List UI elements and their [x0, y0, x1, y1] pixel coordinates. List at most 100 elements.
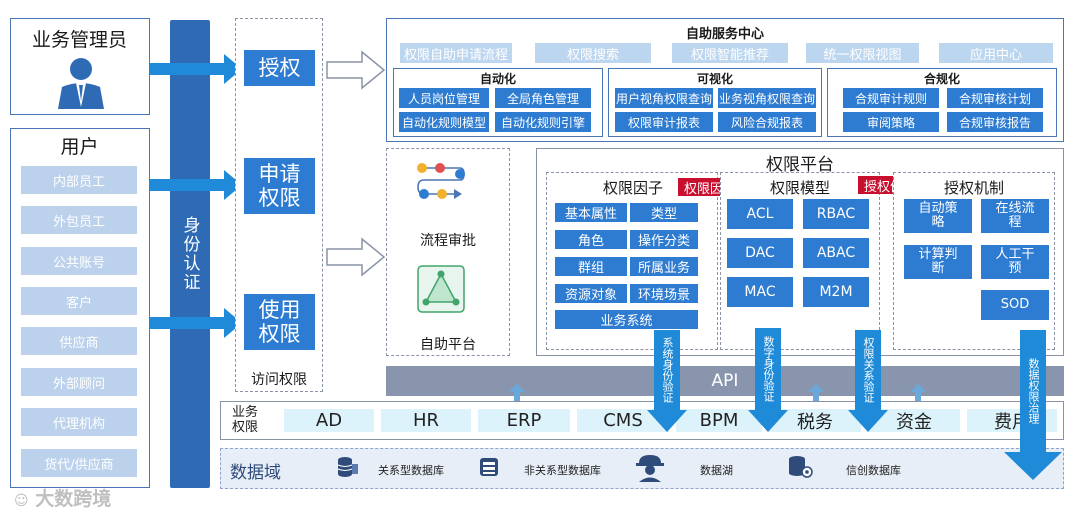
relational-db-label: 关系型数据库: [378, 464, 444, 477]
compliance-title: 合规化: [923, 71, 960, 86]
arrow-user-to-use: [150, 317, 224, 329]
access-permission-footer: 访问权限: [251, 372, 307, 388]
identity-auth-bar: 身份认证: [170, 20, 210, 488]
down-arrow-head: [1004, 452, 1062, 480]
user-item: 外包员工: [21, 206, 137, 234]
factor-type[interactable]: 类型: [630, 203, 698, 222]
biz-erp[interactable]: ERP: [478, 409, 570, 432]
mechanism-title: 授权机制: [943, 178, 1004, 197]
tab-unified-view[interactable]: 统一权限视图: [806, 43, 919, 63]
btn-risk-report[interactable]: 风险合规报表: [718, 112, 816, 132]
use-permission-button[interactable]: 使用 权限: [244, 294, 315, 350]
xinchuang-db-icon: [789, 456, 813, 478]
btn-position-management[interactable]: 人员岗位管理: [399, 88, 489, 108]
tab-search[interactable]: 权限搜索: [535, 43, 651, 63]
tab-recommend[interactable]: 权限智能推荐: [672, 43, 788, 63]
apply-label-1: 申请: [258, 161, 301, 186]
biz-cms[interactable]: CMS: [577, 409, 669, 432]
user-item: 公共账号: [21, 247, 137, 275]
permission-relation-label: 权限关系验证: [862, 337, 875, 403]
mech-sod-label: SOD: [1000, 296, 1030, 312]
apply-permission-button[interactable]: 申请 权限: [244, 158, 315, 214]
mech-online-flow[interactable]: 在线流程: [981, 199, 1049, 233]
factor-business[interactable]: 所属业务: [630, 257, 698, 276]
biz-ad[interactable]: AD: [284, 409, 374, 432]
model-abac[interactable]: ABAC: [803, 238, 869, 268]
self-platform-label: 自助平台: [420, 337, 476, 353]
btn-compliance-plan[interactable]: 合规审核计划: [947, 88, 1043, 108]
mech-manual[interactable]: 人工干预: [981, 245, 1049, 279]
models-title: 权限模型: [769, 178, 830, 197]
admin-person-icon: [58, 58, 104, 109]
btn-business-view-query[interactable]: 业务视角权限查询: [718, 88, 816, 108]
model-m2m[interactable]: M2M: [803, 277, 869, 307]
biz-fund[interactable]: 资金: [868, 409, 960, 433]
model-dac[interactable]: DAC: [727, 238, 793, 268]
mech-sod[interactable]: SOD: [981, 290, 1049, 320]
model-acl[interactable]: ACL: [727, 199, 793, 229]
tab-app-center[interactable]: 应用中心: [939, 43, 1053, 63]
hollow-arrow-to-workflow: [326, 237, 386, 277]
mech-auto-policy[interactable]: 自动策略: [904, 199, 972, 233]
mech-online-flow-label: 在线流程: [995, 200, 1035, 230]
apply-label-2: 权限: [258, 186, 301, 210]
xinchuang-db-label: 信创数据库: [846, 464, 901, 477]
biz-tax[interactable]: 税务: [769, 409, 861, 433]
btn-automation-rule-engine[interactable]: 自动化规则引擎: [495, 112, 591, 132]
automation-title: 自动化: [479, 71, 516, 86]
down-arrow-head: [748, 410, 788, 432]
down-arrow-head: [848, 410, 888, 432]
tab-self-apply[interactable]: 权限自助申请流程: [400, 43, 512, 63]
admin-title: 业务管理员: [31, 28, 127, 51]
workflow-box: [386, 148, 510, 356]
mech-calc-judge[interactable]: 计算判断: [904, 245, 972, 279]
users-title: 用户: [60, 135, 99, 158]
admin-box: 业务管理员: [10, 18, 150, 115]
factor-operation[interactable]: 操作分类: [630, 230, 698, 249]
factor-business-system[interactable]: 业务系统: [555, 310, 698, 329]
btn-global-role-management[interactable]: 全局角色管理: [495, 88, 591, 108]
model-rbac[interactable]: RBAC: [803, 199, 869, 229]
btn-review-policy[interactable]: 审阅策略: [843, 112, 939, 132]
arrow-admin-to-grant: [150, 63, 224, 75]
grant-label: 授权: [258, 55, 301, 80]
arrow-user-to-apply: [150, 179, 224, 191]
hollow-arrow-to-service: [326, 50, 386, 90]
self-service-title: 自助服务中心: [685, 26, 764, 42]
factor-basic-attr[interactable]: 基本属性: [555, 203, 627, 222]
watermark-icon: ☺: [14, 493, 29, 509]
factor-resource[interactable]: 资源对象: [555, 284, 627, 303]
factor-environment[interactable]: 环境场景: [630, 284, 698, 303]
factor-role[interactable]: 角色: [555, 230, 627, 249]
workflow-label: 流程审批: [420, 233, 476, 249]
model-mac[interactable]: MAC: [727, 277, 793, 307]
self-platform-icon: [417, 265, 465, 313]
visualization-title: 可视化: [696, 71, 733, 86]
digital-identity-label: 数字身份验证: [762, 336, 775, 402]
user-item: 供应商: [21, 327, 137, 355]
data-governance-label: 数据权限治理: [1027, 358, 1040, 424]
biz-bpm[interactable]: BPM: [676, 409, 762, 432]
nonrelational-db-label: 非关系型数据库: [524, 464, 601, 477]
factors-title: 权限因子: [602, 178, 663, 197]
system-identity-label: 系统身份验证: [661, 337, 674, 403]
user-item: 代理机构: [21, 408, 137, 436]
btn-automation-rule-model[interactable]: 自动化规则模型: [399, 112, 489, 132]
btn-user-view-query[interactable]: 用户视角权限查询: [615, 88, 713, 108]
user-item: 货代/供应商: [21, 449, 137, 477]
data-domain-label: 数据域: [230, 463, 281, 483]
mech-calc-judge-label: 计算判断: [918, 246, 958, 276]
btn-audit-report[interactable]: 权限审计报表: [615, 112, 713, 132]
workflow-icon: [417, 163, 465, 199]
identity-auth-label: 身份认证: [179, 216, 200, 292]
use-label-2: 权限: [258, 322, 301, 346]
user-item: 客户: [21, 287, 137, 315]
btn-compliance-rules[interactable]: 合规审计规则: [843, 88, 939, 108]
factor-group[interactable]: 群组: [555, 257, 627, 276]
grant-button[interactable]: 授权: [244, 50, 315, 86]
down-arrow-digital-identity: 数字身份验证: [755, 328, 781, 410]
biz-hr[interactable]: HR: [381, 409, 471, 432]
btn-compliance-report[interactable]: 合规审核报告: [947, 112, 1043, 132]
permission-platform-title: 权限平台: [766, 154, 834, 175]
data-lake-icon: [636, 455, 664, 482]
